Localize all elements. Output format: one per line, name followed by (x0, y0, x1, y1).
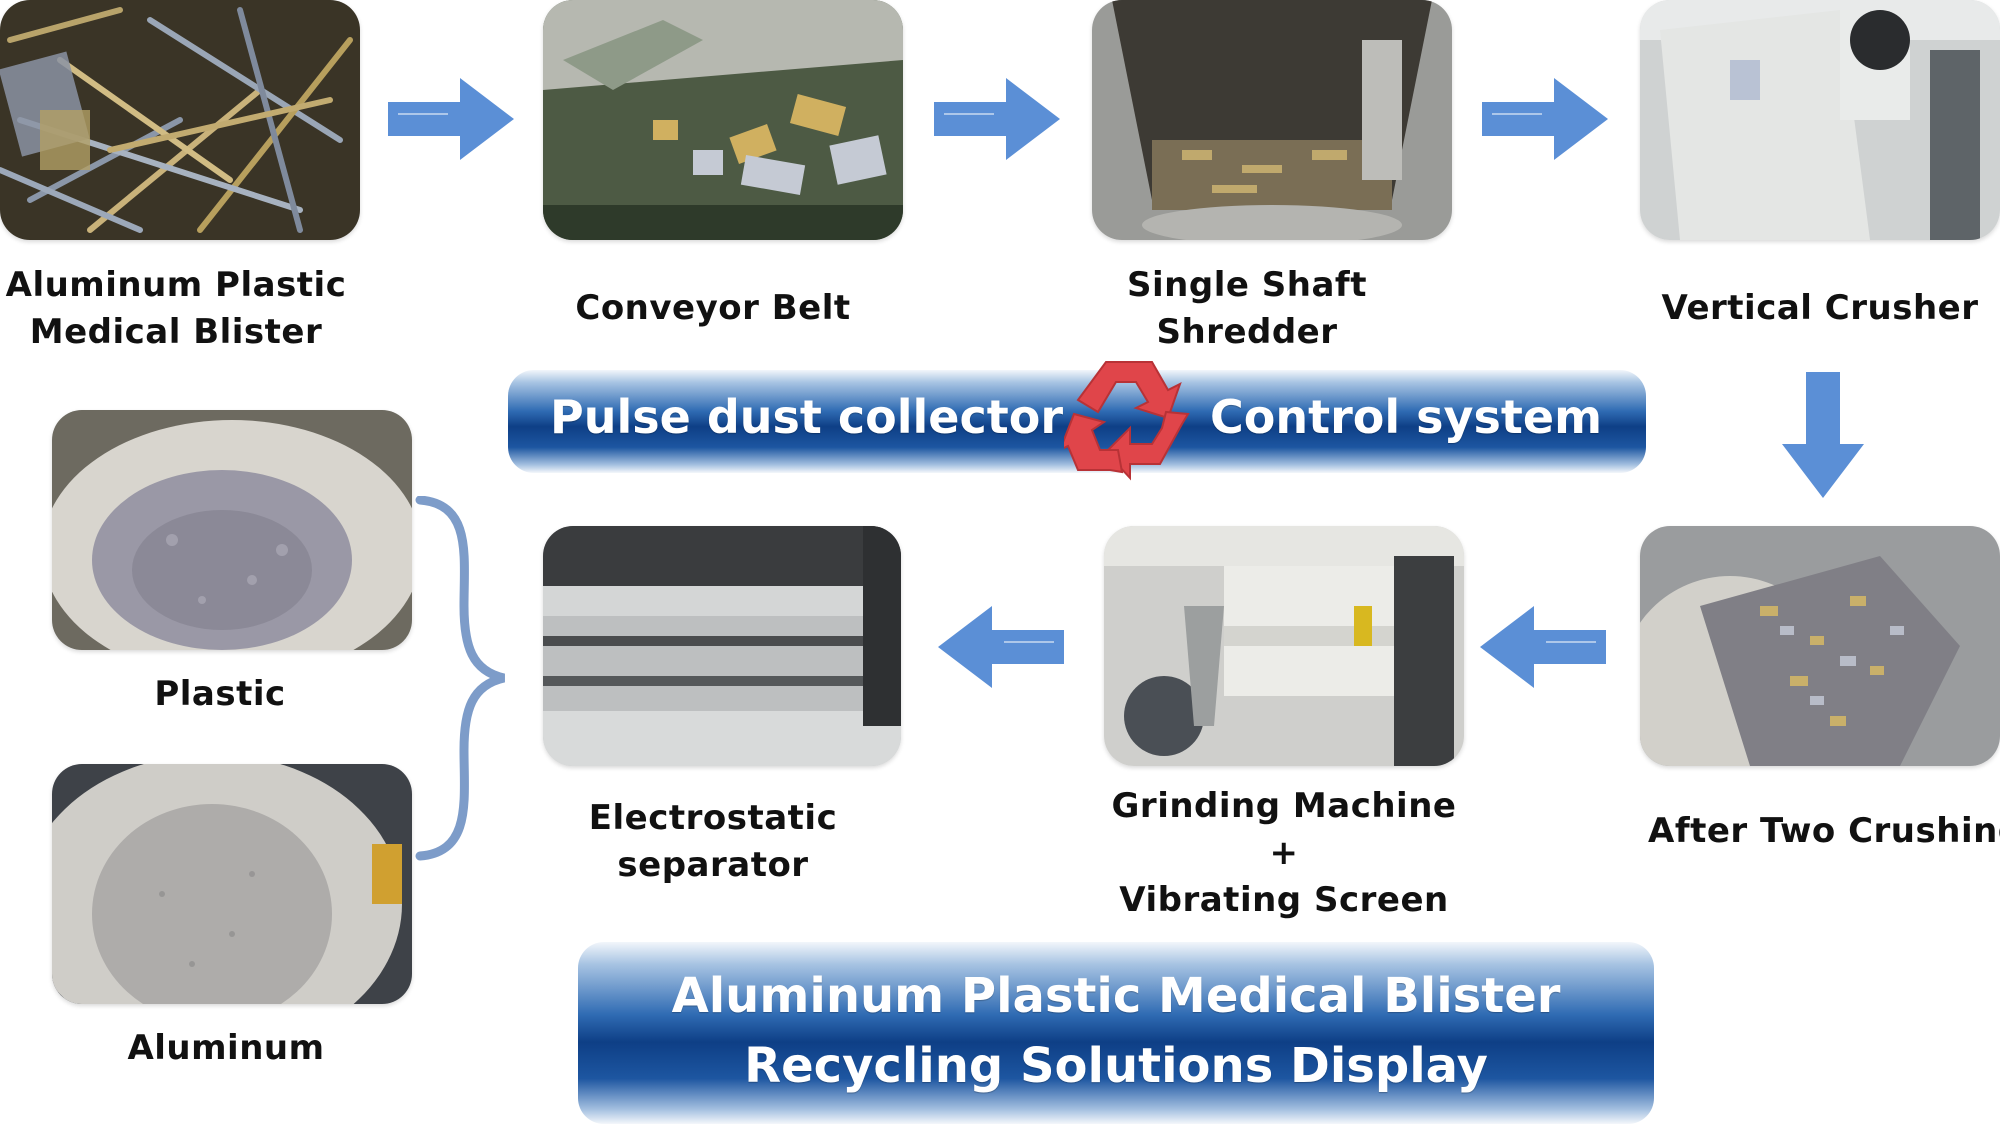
conveyor-photo (543, 0, 903, 240)
after-crushing-caption: After Two Crushing (1648, 811, 2000, 851)
title-banner: Aluminum Plastic Medical Blister Recycli… (578, 942, 1654, 1124)
aluminum-caption: Aluminum (127, 1028, 325, 1068)
crusher-photo (1640, 0, 2000, 240)
after-crushing-photo (1640, 526, 2000, 766)
pulse-dust-collector-label: Pulse dust collector (550, 390, 1064, 444)
control-system-label: Control system (1210, 390, 1603, 444)
title-line2: Recycling Solutions Display (744, 1038, 1488, 1094)
blister-caption: Aluminum Plastic Medical Blister (5, 265, 347, 352)
separator-caption: Electrostatic separator (588, 798, 838, 885)
conveyor-caption: Conveyor Belt (575, 288, 851, 328)
blister-photo (0, 0, 360, 240)
arrow-left-icon (1480, 606, 1606, 688)
shredder-caption: Single Shaft Shredder (1127, 265, 1367, 352)
arrow-down-icon (1782, 372, 1864, 498)
arrow-right-icon (388, 78, 514, 160)
arrow-right-icon (1482, 78, 1608, 160)
arrow-right-icon (934, 78, 1060, 160)
brace-icon (415, 496, 506, 861)
crusher-caption: Vertical Crusher (1661, 288, 1979, 328)
plastic-caption: Plastic (154, 674, 286, 714)
recycle-icon (1064, 361, 1190, 481)
separator-photo (543, 526, 901, 766)
grinding-caption: Grinding Machine + Vibrating Screen (1111, 786, 1457, 920)
shredder-photo (1092, 0, 1452, 240)
aluminum-photo (52, 764, 412, 1004)
arrow-left-icon (938, 606, 1064, 688)
grinding-photo (1104, 526, 1464, 766)
plastic-photo (52, 410, 412, 650)
title-line1: Aluminum Plastic Medical Blister (671, 968, 1561, 1024)
